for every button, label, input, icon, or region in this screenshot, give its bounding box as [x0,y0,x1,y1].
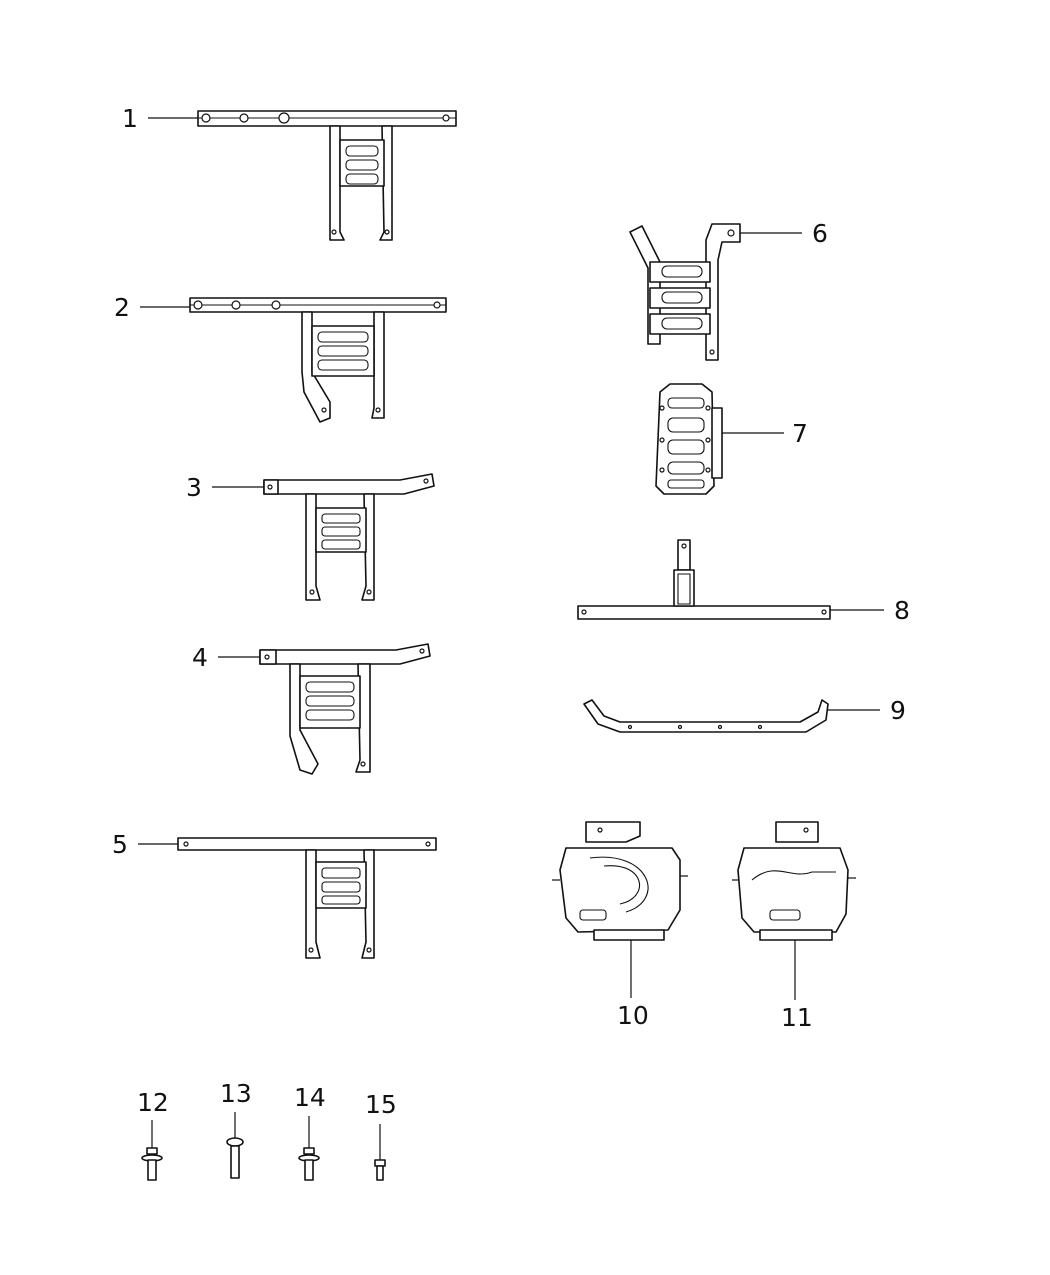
part-2-crossmember [189,297,447,423]
callout-1: 1 [122,104,138,133]
callout-3: 3 [186,473,202,502]
callout-4: 4 [192,643,208,672]
callout-8: 8 [894,596,910,625]
part-7-skid-plate [655,383,723,495]
callout-12: 12 [137,1088,169,1117]
part-15-bolt [374,1159,386,1181]
callout-5: 5 [112,830,128,859]
part-14-bolt [298,1147,320,1181]
part-9-crossbar [583,699,829,733]
callout-15: 15 [365,1090,397,1119]
part-12-bolt [141,1147,163,1181]
part-5-crossmember [177,837,437,959]
callout-11: 11 [781,1003,813,1032]
part-11-skid-plate [732,821,856,941]
callout-10: 10 [617,1001,649,1030]
part-10-skid-plate [552,821,688,941]
callout-14: 14 [294,1083,326,1112]
callout-2: 2 [114,293,130,322]
callout-7: 7 [792,419,808,448]
part-4-crossmember [259,643,431,775]
part-6-bracket [629,223,741,361]
callout-9: 9 [890,696,906,725]
callout-6: 6 [812,219,828,248]
part-3-crossmember [263,473,435,601]
part-1-crossmember [197,110,457,241]
part-8-crossbar [577,539,831,620]
callout-13: 13 [220,1079,252,1108]
part-13-bolt [226,1137,244,1179]
